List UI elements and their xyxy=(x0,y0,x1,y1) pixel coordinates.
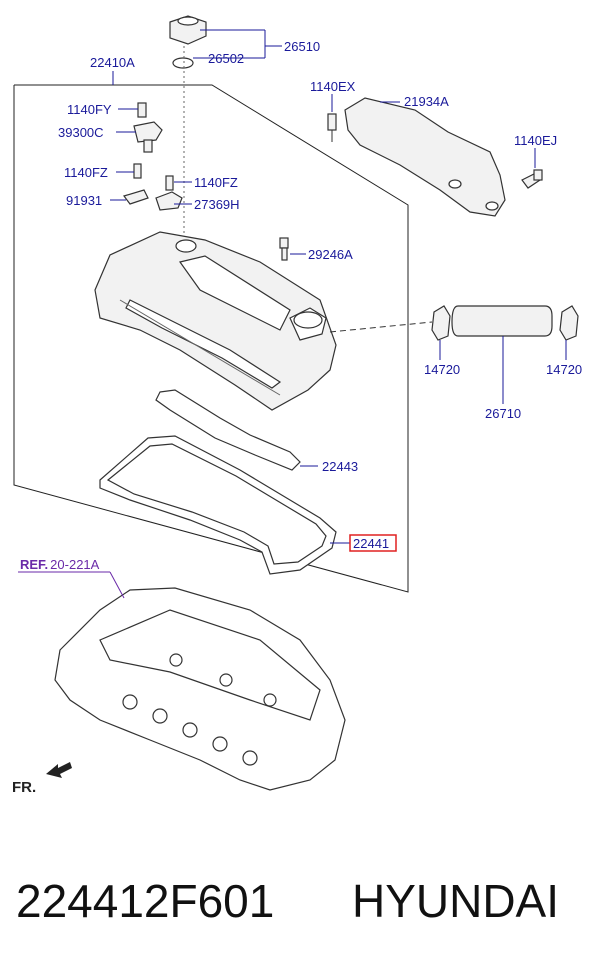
label-bolt-ej: 1140EJ xyxy=(514,133,557,148)
assembly-frame xyxy=(13,71,409,593)
sensor-icon xyxy=(133,102,163,153)
label-gasket-upper: 22443 xyxy=(322,459,358,474)
cylinder-head-icon xyxy=(54,587,346,791)
label-oring: 26502 xyxy=(208,51,244,66)
part-number: 224412F601 xyxy=(16,875,274,927)
label-bolt-ex: 1140EX xyxy=(310,79,356,94)
label-hose-clamp-left: 14720 xyxy=(424,362,460,377)
bolt-ex-icon xyxy=(327,113,337,142)
hose-clamp-left-icon xyxy=(431,305,451,341)
label-gasket-lower: 22441 xyxy=(353,536,389,551)
gasket-upper-icon xyxy=(155,389,301,471)
bracket-icon xyxy=(123,163,183,211)
hose-clamp-right-icon xyxy=(559,305,579,341)
hose-icon xyxy=(451,305,553,337)
label-bolt-fy: 1140FY xyxy=(67,102,112,117)
bolt-29246-icon xyxy=(279,237,289,261)
label-bolt-29246: 29246A xyxy=(308,247,353,262)
rocker-cover-icon xyxy=(94,231,337,411)
oil-filler-cap-icon xyxy=(169,15,207,236)
label-hose: 26710 xyxy=(485,406,521,421)
front-arrow-icon xyxy=(46,762,72,778)
cover-plate-icon xyxy=(344,97,506,217)
bolt-ej-icon xyxy=(521,169,543,189)
label-cover-plate: 21934A xyxy=(404,94,449,109)
label-front: FR. xyxy=(12,779,36,796)
label-bracket: 91931 xyxy=(66,193,102,208)
label-gasket-lower-box: 22441 xyxy=(349,534,397,552)
label-clip: 27369H xyxy=(194,197,240,212)
label-bolt-fz-left: 1140FZ xyxy=(64,165,108,180)
label-sensor: 39300C xyxy=(58,125,104,140)
ref-code: 20-221A xyxy=(50,557,99,572)
ref-prefix: REF. xyxy=(20,557,48,572)
gasket-lower-icon xyxy=(99,435,337,575)
ref-label: REF.20-221A xyxy=(20,557,100,572)
label-hose-clamp-right: 14720 xyxy=(546,362,582,377)
brand: HYUNDAI xyxy=(352,875,559,927)
label-assembly: 22410A xyxy=(90,55,135,70)
leader-lines xyxy=(18,29,567,599)
label-cap-group: 26510 xyxy=(284,39,320,54)
label-bolt-fz-right: 1140FZ xyxy=(194,175,238,190)
oring-icon xyxy=(172,57,194,69)
